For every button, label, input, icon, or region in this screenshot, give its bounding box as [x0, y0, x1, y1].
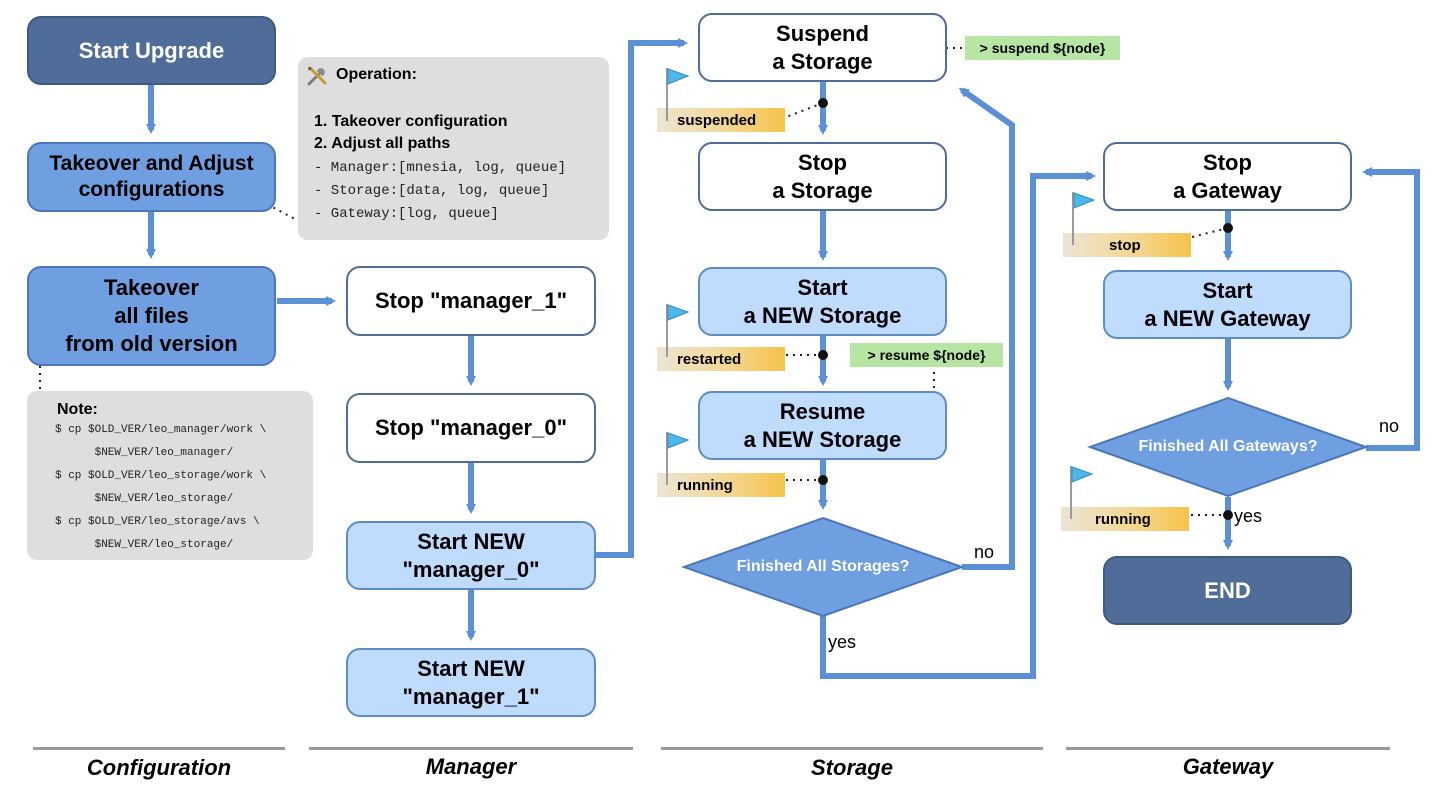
operation-path-manager: - Manager:[mnesia, log, queue] [314, 160, 567, 176]
note-line: $NEW_VER/leo_storage/ [55, 493, 234, 505]
gateway-no-label: no [1379, 416, 1400, 436]
section-rule [1066, 747, 1390, 750]
suspend-storage-node: Suspend a Storage [698, 13, 947, 82]
storage-decision-diamond [680, 516, 966, 618]
leader-dot [818, 475, 828, 485]
start-new-gateway-node: Start a NEW Gateway [1103, 270, 1352, 339]
suspend-command-tag: > suspend ${node} [965, 36, 1120, 60]
section-gateway: Gateway [1182, 754, 1274, 779]
storage-decision-label: Finished All Storages? [736, 558, 910, 575]
start-new-manager-0-node: Start NEW "manager_0" [346, 521, 596, 590]
flag-icon [666, 432, 690, 485]
arrow-manager-to-suspend [596, 38, 688, 558]
copy-note: Note: $ cp $OLD_VER/leo_manager/work \ $… [27, 391, 313, 560]
stop-manager-1-node: Stop "manager_1" [346, 266, 596, 336]
takeover-adjust-configurations-node: Takeover and Adjust configurations [27, 142, 276, 212]
operation-step-1: 1. Takeover configuration [314, 113, 508, 130]
leader-dot [1223, 223, 1233, 233]
leader-dot [818, 350, 828, 360]
note-line: $ cp $OLD_VER/leo_storage/avs \ [55, 516, 260, 528]
operation-step-2: 2. Adjust all paths [314, 135, 451, 152]
flag-icon [666, 304, 690, 357]
leader-dot [818, 98, 828, 108]
section-manager: Manager [425, 754, 517, 779]
flag-icon [666, 68, 690, 121]
gateway-decision-diamond [1087, 396, 1369, 498]
flag-icon [1070, 466, 1094, 519]
resume-command-tag: > resume ${node} [850, 343, 1003, 367]
start-new-storage-node: Start a NEW Storage [698, 267, 947, 336]
operation-title: Operation: [336, 66, 417, 83]
note-title: Note: [57, 401, 98, 418]
stop-manager-0-node: Stop "manager_0" [346, 393, 596, 463]
arrow-storage-yes-to-gateway [820, 171, 1096, 679]
section-rule [309, 747, 633, 750]
note-line: $ cp $OLD_VER/leo_manager/work \ [55, 424, 267, 436]
note-line: $NEW_VER/leo_storage/ [55, 539, 234, 551]
takeover-all-files-node: Takeover all files from old version [27, 266, 276, 366]
section-rule [661, 747, 1043, 750]
arrow-gw-no-loop [1362, 167, 1420, 451]
storage-no-label: no [974, 542, 995, 562]
arrow-storage-no-loop [958, 87, 1015, 570]
operation-note: Operation: 1. Takeover configuration 2. … [298, 57, 609, 240]
status-suspended-tag: suspended [657, 108, 785, 132]
section-configuration: Configuration [86, 755, 232, 780]
gateway-yes-label: yes [1234, 506, 1263, 526]
resume-new-storage-node: Resume a NEW Storage [698, 391, 947, 460]
gateway-decision-label: Finished All Gateways? [1138, 438, 1318, 455]
leader-dot [1223, 510, 1233, 520]
end-node: END [1103, 556, 1352, 625]
storage-yes-label: yes [828, 632, 857, 652]
note-line: $ cp $OLD_VER/leo_storage/work \ [55, 470, 267, 482]
operation-path-storage: - Storage:[data, log, queue] [314, 183, 550, 199]
status-running-tag: running [657, 473, 785, 497]
leader-gw-stop-status [1191, 227, 1229, 238]
note-line: $NEW_VER/leo_manager/ [55, 447, 234, 459]
stop-gateway-node: Stop a Gateway [1103, 142, 1352, 211]
wrench-screwdriver-icon [307, 66, 327, 86]
section-rule [33, 747, 285, 750]
start-new-manager-1-node: Start NEW "manager_1" [346, 648, 596, 717]
stop-storage-node: Stop a Storage [698, 142, 947, 211]
flag-icon [1072, 192, 1096, 245]
status-stop-tag: stop [1063, 233, 1191, 257]
start-upgrade-node: Start Upgrade [27, 16, 276, 85]
leader-suspended-status [785, 102, 824, 118]
gateway-status-running-tag: running [1061, 507, 1189, 531]
section-storage: Storage [811, 755, 893, 780]
operation-path-gateway: - Gateway:[log, queue] [314, 206, 499, 222]
status-restarted-tag: restarted [657, 347, 785, 371]
